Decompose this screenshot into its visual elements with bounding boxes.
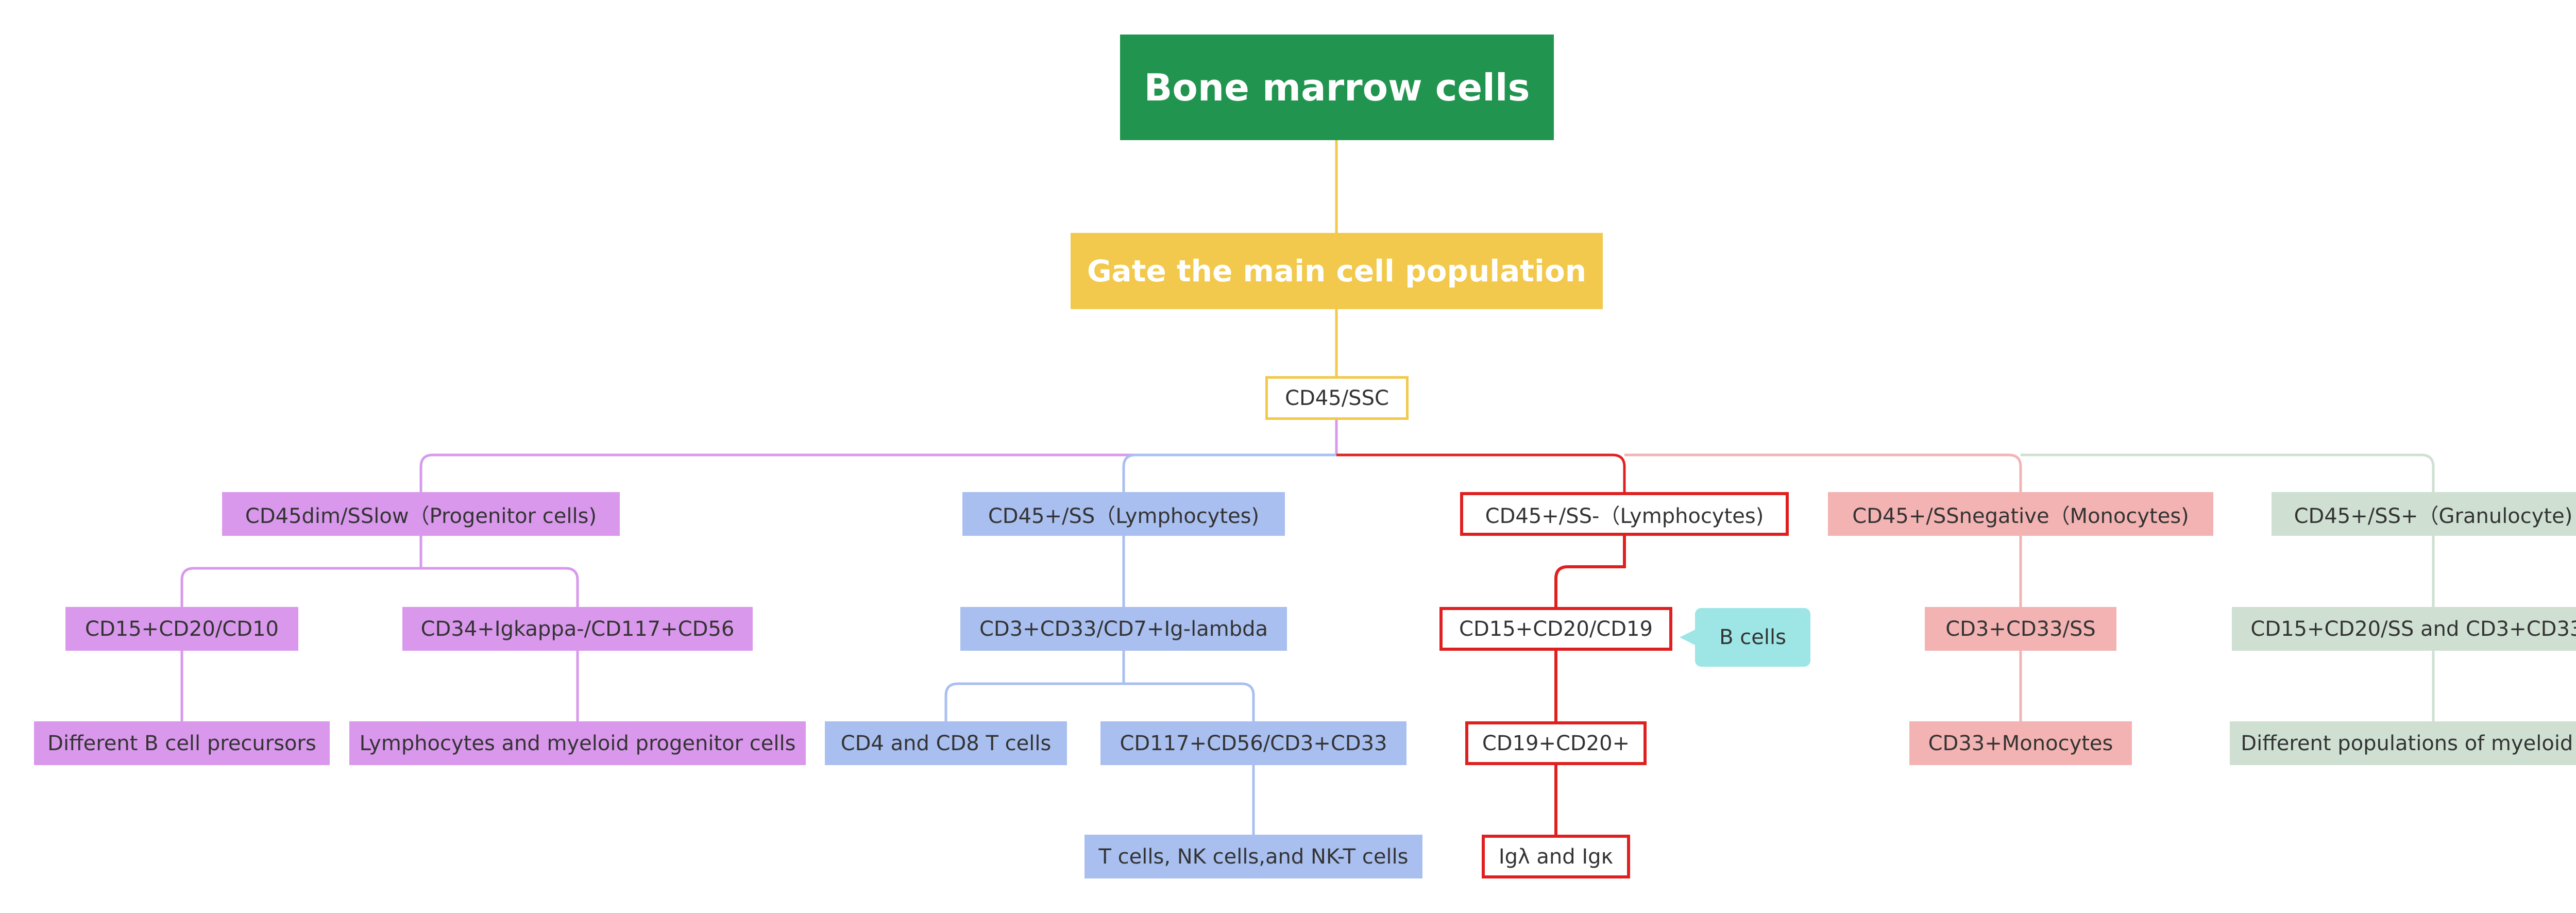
connector-purple-right [421, 567, 579, 607]
bus-pink [1624, 453, 2022, 492]
connector-blue-left [944, 682, 1124, 721]
branch-monocytes: CD45+/SSnegative（Monocytes) [1828, 492, 2213, 536]
node-ig-lambda-kappa: Igλ and Igκ [1482, 835, 1630, 878]
branch-granulocyte: CD45+/SS+（Granulocyte) [2272, 492, 2576, 536]
node-cd19-cd20: CD19+CD20+ [1465, 721, 1647, 765]
node-cd15-cd20-ss-cd3-cd33-ss: CD15+CD20/SS and CD3+CD33/SS [2232, 607, 2576, 651]
bus-green [2021, 453, 2435, 492]
connector-red-l1-l2 [1554, 536, 1626, 607]
node-cd34-igkappa: CD34+Igkappa-/CD117+CD56 [402, 607, 753, 651]
gate-node: Gate the main cell population [1071, 233, 1603, 309]
branch-lymphocytes-ss: CD45+/SS（Lymphocytes) [962, 492, 1285, 536]
bus-blue [1122, 453, 1336, 492]
hub-node: CD45/SSC [1265, 376, 1409, 420]
node-t-nk-nkt-cells: T cells, NK cells,and NK-T cells [1084, 835, 1422, 878]
node-cd3-cd33-cd7: CD3+CD33/CD7+Ig-lambda [960, 607, 1287, 651]
node-myeloid-populations: Different populations of myeloid cells [2230, 721, 2576, 765]
node-lymphocytes-myeloid-progenitors: Lymphocytes and myeloid progenitor cells [349, 721, 806, 765]
branch-progenitor-cells: CD45dim/SSlow（Progenitor cells) [222, 492, 620, 536]
node-cd15-cd20-cd10: CD15+CD20/CD10 [65, 607, 298, 651]
connector-blue-right [1124, 682, 1255, 721]
bus-red [1336, 453, 1626, 492]
branch-lymphocytes-ss-minus: CD45+/SS-（Lymphocytes) [1460, 492, 1789, 536]
node-cd4-cd8-t-cells: CD4 and CD8 T cells [825, 721, 1067, 765]
node-cd3-cd33-ss: CD3+CD33/SS [1925, 607, 2116, 651]
node-cd15-cd20-cd19: CD15+CD20/CD19 [1439, 607, 1672, 651]
bus-purple [419, 453, 1336, 492]
callout-pointer [1680, 630, 1695, 645]
node-b-cell-precursors: Different B cell precursors [34, 721, 330, 765]
root-node: Bone marrow cells [1120, 35, 1554, 140]
node-cd117-cd56: CD117+CD56/CD3+CD33 [1100, 721, 1406, 765]
connector-purple-left [180, 567, 421, 607]
node-cd33-monocytes: CD33+Monocytes [1909, 721, 2132, 765]
callout-b-cells: B cells [1695, 608, 1810, 667]
